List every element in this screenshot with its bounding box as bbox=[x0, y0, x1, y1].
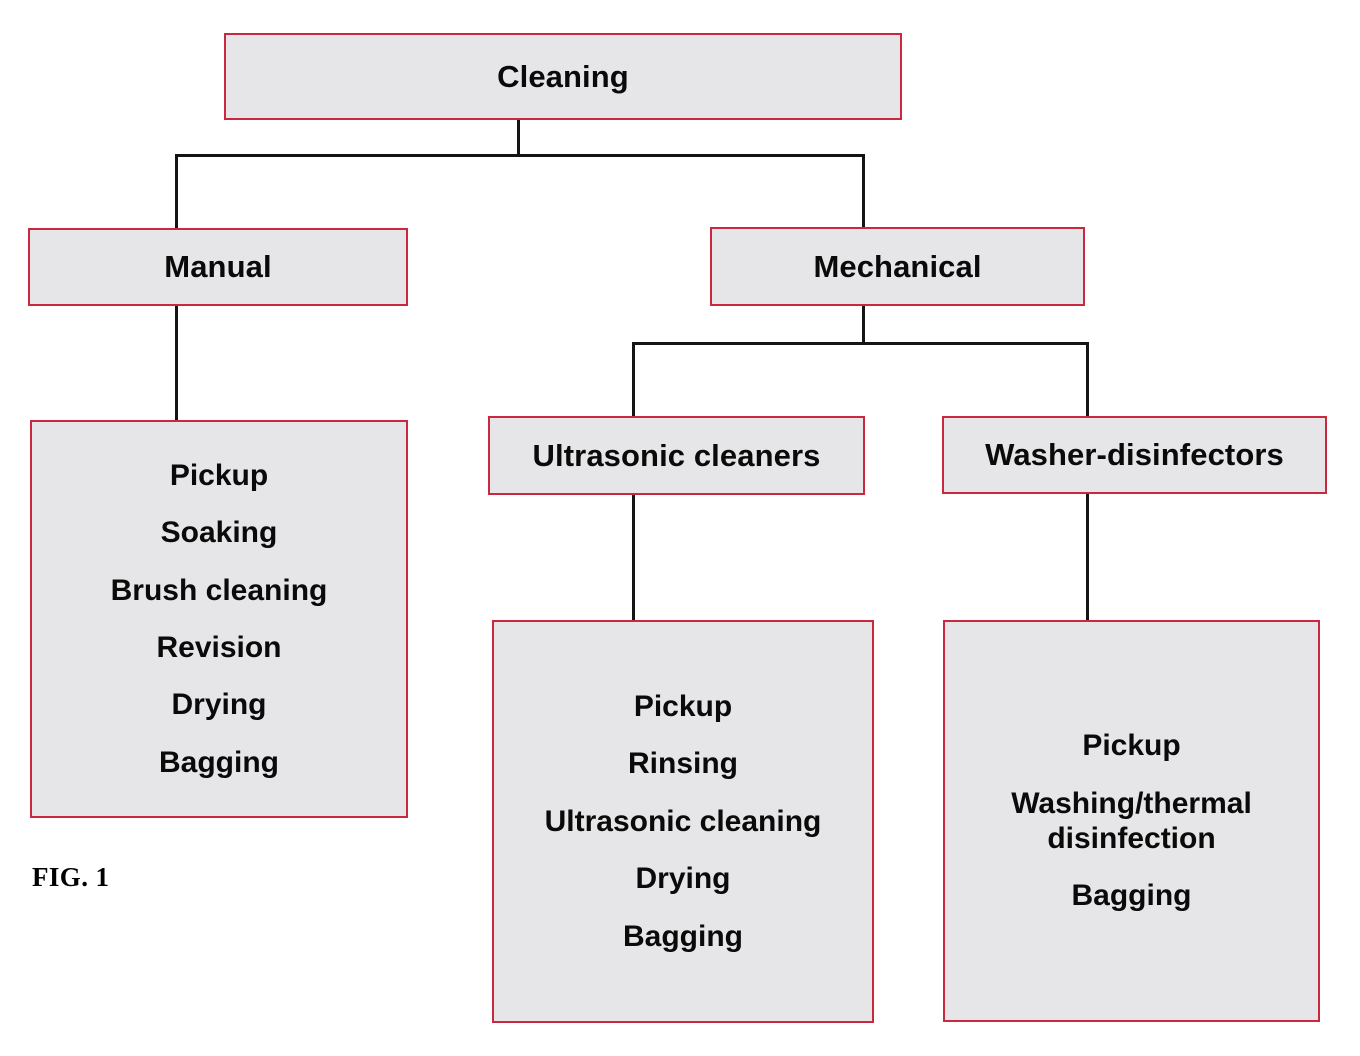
step-item: Drying bbox=[171, 688, 267, 722]
connector-manual-to-steps bbox=[175, 306, 178, 420]
figure-caption: FIG. 1 bbox=[32, 862, 110, 892]
step-item: Brush cleaning bbox=[110, 573, 328, 607]
steps-manual[interactable]: Pickup Soaking Brush cleaning Revision D… bbox=[30, 420, 408, 818]
step-item: Bagging bbox=[159, 745, 279, 779]
step-item: Pickup bbox=[633, 690, 733, 724]
step-item: Bagging bbox=[623, 919, 743, 953]
node-washer-disinfectors[interactable]: Washer-disinfectors bbox=[942, 416, 1327, 494]
node-manual[interactable]: Manual bbox=[28, 228, 408, 306]
connector-ultrasonic-to-steps bbox=[632, 495, 635, 621]
connector-bus-to-mechanical bbox=[862, 154, 865, 228]
connector-root-stem bbox=[517, 120, 520, 156]
steps-washer[interactable]: Pickup Washing/thermal disinfection Bagg… bbox=[943, 620, 1320, 1022]
node-manual-label: Manual bbox=[164, 249, 272, 285]
node-cleaning[interactable]: Cleaning bbox=[224, 33, 902, 120]
node-ultrasonic-cleaners-label: Ultrasonic cleaners bbox=[532, 437, 821, 473]
step-item: Rinsing bbox=[628, 747, 738, 781]
connector-level2-bus bbox=[632, 342, 1089, 345]
step-item: Ultrasonic cleaning bbox=[544, 804, 822, 838]
step-item: Washing/thermal disinfection bbox=[1011, 786, 1252, 855]
step-item: Pickup bbox=[169, 458, 269, 492]
connector-bus-to-ultrasonic bbox=[632, 342, 635, 418]
connector-level1-bus bbox=[175, 154, 865, 157]
step-item: Soaking bbox=[160, 516, 278, 550]
node-ultrasonic-cleaners[interactable]: Ultrasonic cleaners bbox=[488, 416, 865, 495]
node-washer-disinfectors-label: Washer-disinfectors bbox=[985, 437, 1284, 473]
step-item: Pickup bbox=[1082, 729, 1181, 763]
node-mechanical-label: Mechanical bbox=[813, 248, 982, 284]
step-item: Bagging bbox=[1071, 879, 1192, 913]
node-mechanical[interactable]: Mechanical bbox=[710, 227, 1085, 306]
node-cleaning-label: Cleaning bbox=[497, 58, 629, 94]
connector-mechanical-stem bbox=[862, 306, 865, 344]
connector-bus-to-manual bbox=[175, 154, 178, 230]
step-item: Drying bbox=[635, 862, 731, 896]
connector-bus-to-washer bbox=[1086, 342, 1089, 418]
steps-ultrasonic[interactable]: Pickup Rinsing Ultrasonic cleaning Dryin… bbox=[492, 620, 874, 1023]
step-item: Revision bbox=[156, 631, 282, 664]
connector-washer-to-steps bbox=[1086, 494, 1089, 621]
